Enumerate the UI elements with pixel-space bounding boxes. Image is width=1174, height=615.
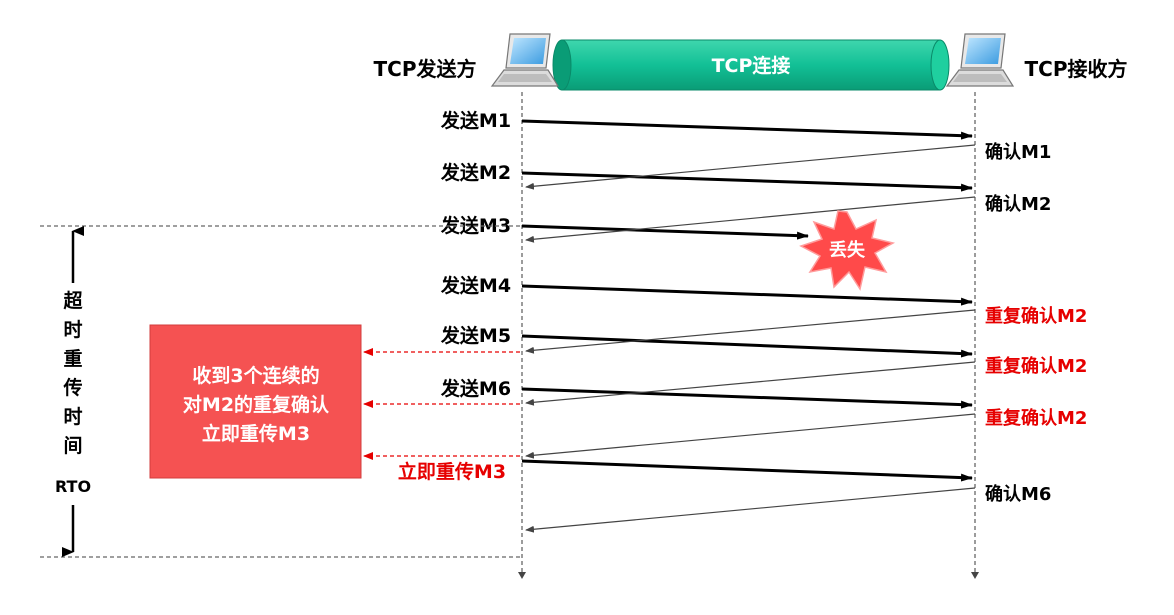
dup-ack-arrow-2: [525, 361, 976, 406]
dup-ack-arrow-1: [525, 309, 976, 354]
sender-label: TCP发送方: [374, 57, 477, 81]
connection-label: TCP连接: [712, 54, 791, 77]
tcp-connection-pipe: [552, 39, 950, 91]
receiver-label: TCP接收方: [1025, 57, 1128, 81]
ack-arrow-m6: [525, 487, 976, 533]
ack-label-m1: 确认M1: [985, 141, 1051, 163]
rto-vertical-char-2: 时: [63, 319, 82, 341]
ack-label-m6: 确认M6: [985, 483, 1051, 505]
explosion-burst-icon: [799, 210, 896, 291]
rto-vertical-char-4: 传: [62, 376, 82, 399]
rto-abbr: RTO: [55, 477, 91, 496]
send-label-m6: 发送M6: [440, 377, 511, 400]
retransmit-arrow-m3: [521, 459, 973, 482]
send-arrow-m5: [521, 334, 973, 358]
ack-arrow-m1: [525, 144, 976, 190]
rto-vertical-char-5: 时: [63, 406, 82, 428]
loss-label: 丢失: [829, 239, 866, 261]
retransmit-label: 立即重传M3: [398, 460, 506, 483]
send-label-m2: 发送M2: [440, 161, 511, 184]
fast-retransmit-box: [149, 324, 362, 479]
fast-retransmit-line-2: 对M2的重复确认: [183, 393, 329, 416]
send-label-m1: 发送M1: [440, 109, 511, 132]
send-label-m4: 发送M4: [440, 274, 511, 297]
dup-ack-label-1: 重复确认M2: [985, 305, 1087, 327]
send-arrow-m3: [521, 224, 809, 240]
send-arrow-m1: [521, 119, 973, 140]
send-label-m5: 发送M5: [440, 324, 511, 347]
rto-vertical-char-1: 超: [62, 289, 83, 312]
rto-vertical-char-6: 间: [63, 435, 82, 457]
fast-retransmit-line-3: 立即重传M3: [202, 422, 310, 445]
send-arrow-m2: [521, 171, 973, 192]
rto-vertical-char-3: 重: [63, 348, 82, 370]
fast-retransmit-line-1: 收到3个连续的: [192, 364, 319, 387]
receiver-lifeline-end-icon: [971, 572, 979, 579]
dup-ack-label-3: 重复确认M2: [985, 407, 1087, 429]
send-arrow-m6: [521, 387, 973, 409]
ack-label-m2: 确认M2: [985, 193, 1051, 215]
dup-ack-arrow-3: [525, 413, 976, 459]
ack-arrow-m2: [525, 196, 976, 243]
dup-ack-label-2: 重复确认M2: [985, 355, 1087, 377]
laptop-icon: [490, 33, 560, 87]
sender-lifeline-end-icon: [518, 572, 526, 579]
send-arrow-m4: [521, 284, 973, 306]
laptop-icon: [945, 33, 1015, 87]
